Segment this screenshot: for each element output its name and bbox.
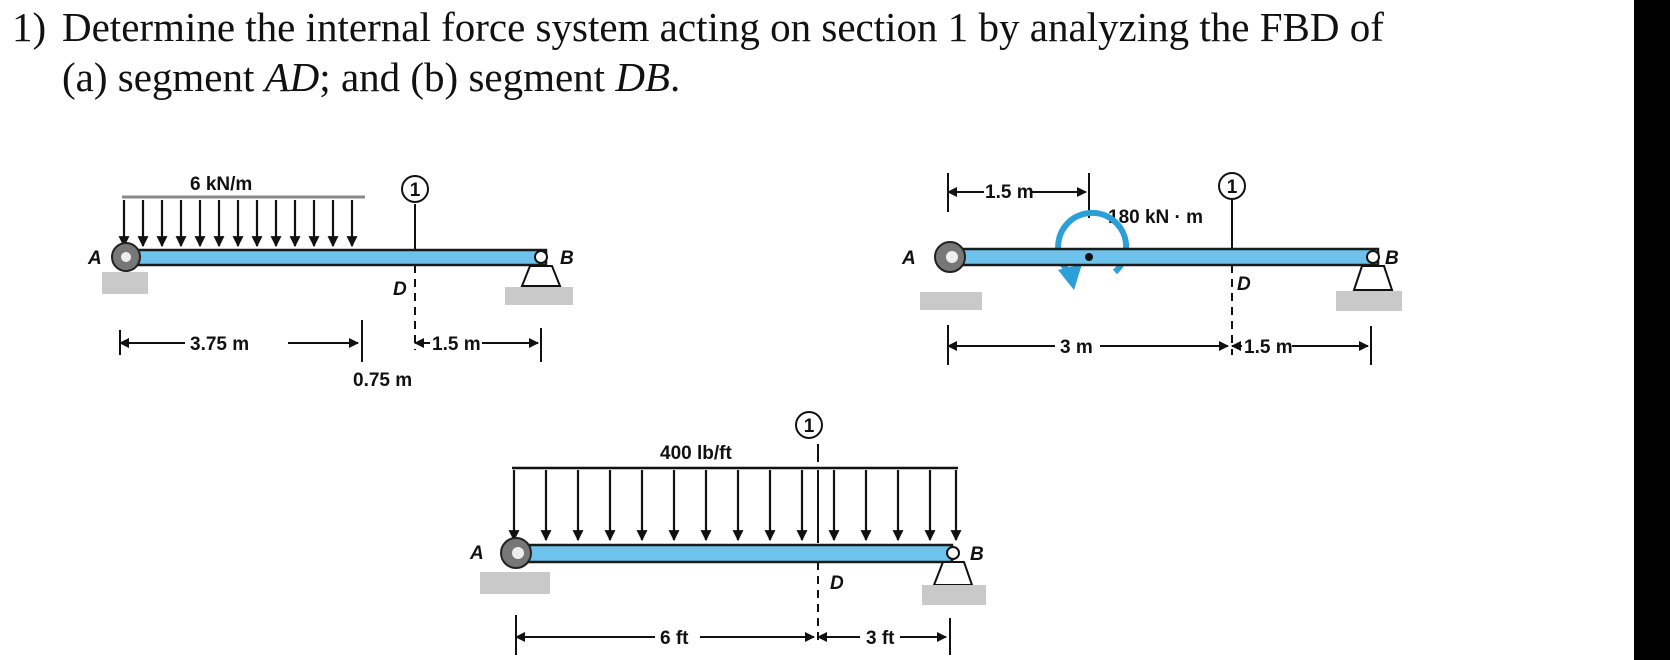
dim-3m: 3 m xyxy=(1060,337,1093,358)
figure-1-beam-distributed-load: 6 kN/m 1 A B D 3.75 m 1.5 m 0.75 m xyxy=(87,174,574,391)
point-b-label: B xyxy=(560,248,574,269)
problem-statement: 1) Determine the internal force system ac… xyxy=(12,2,1612,102)
section-number: 1 xyxy=(804,416,815,437)
problem-number: 1) xyxy=(12,4,47,50)
point-a-label: A xyxy=(87,248,102,269)
section-number: 1 xyxy=(1227,177,1238,198)
segment-ad-label: AD xyxy=(264,54,320,100)
beam xyxy=(506,543,954,564)
point-a-label: A xyxy=(469,543,484,564)
ground-b xyxy=(1336,291,1402,311)
part-a-text: (a) segment xyxy=(62,54,265,100)
load-label: 400 lb/ft xyxy=(660,443,732,464)
dim-3ft: 3 ft xyxy=(866,628,895,649)
problem-line-1: 1) Determine the internal force system ac… xyxy=(12,2,1612,52)
roller-pin-b xyxy=(1366,250,1380,264)
point-a-label: A xyxy=(901,248,916,269)
beam-figures: 6 kN/m 1 A B D 3.75 m 1.5 m 0.75 m xyxy=(87,172,1402,655)
roller-pin-b xyxy=(534,250,548,264)
beam xyxy=(940,247,1380,267)
point-b-label: B xyxy=(1385,248,1399,269)
ground-b xyxy=(922,585,986,605)
section-marker-icon xyxy=(1218,172,1246,200)
roller-support-b-icon xyxy=(520,265,562,287)
section-number: 1 xyxy=(410,180,421,201)
figure-2-beam-couple-moment: 1.5 m 180 kN · m 1 A B D 3 m 1.5 m xyxy=(901,172,1402,365)
pin-hole-a xyxy=(121,252,131,262)
ground-a xyxy=(102,272,148,294)
moment-label: 180 kN · m xyxy=(1108,207,1203,228)
point-d-label: D xyxy=(1237,274,1251,295)
section-marker-icon xyxy=(795,411,823,439)
segment-db-label: DB xyxy=(615,54,670,100)
point-b-label: B xyxy=(970,544,984,565)
pin-hole-a xyxy=(512,547,524,559)
period: . xyxy=(669,54,681,100)
problem-text-line1: Determine the internal force system acti… xyxy=(62,4,1384,50)
load-arrows xyxy=(118,200,358,248)
point-d-label: D xyxy=(393,279,407,300)
point-d-label: D xyxy=(830,573,844,594)
dim-3-75m: 3.75 m xyxy=(190,334,249,355)
ground-a xyxy=(920,292,982,310)
load-label: 6 kN/m xyxy=(190,174,252,195)
ground-b xyxy=(505,287,573,305)
ground-a xyxy=(480,572,550,594)
beam xyxy=(116,248,548,267)
dim-1-5m: 1.5 m xyxy=(1244,337,1293,358)
moment-point xyxy=(1085,253,1093,261)
figure-3-beam-distributed-load: 400 lb/ft 1 A xyxy=(469,411,986,655)
dim-6ft: 6 ft xyxy=(660,628,689,649)
dim-1-5m: 1.5 m xyxy=(432,334,481,355)
right-edge-bar xyxy=(1634,0,1670,660)
pin-hole-a xyxy=(946,251,958,263)
moment-arrowhead-icon xyxy=(1058,264,1082,290)
part-b-text: ; and (b) segment xyxy=(319,54,616,100)
dim-top-1-5m: 1.5 m xyxy=(985,182,1034,203)
dim-0-75m: 0.75 m xyxy=(353,370,412,391)
roller-pin-b xyxy=(946,546,960,560)
load-arrows xyxy=(508,470,962,542)
problem-line-2: (a) segment AD; and (b) segment DB. xyxy=(12,52,1612,102)
roller-support-b-icon xyxy=(932,561,974,586)
section-marker-icon xyxy=(401,175,429,203)
roller-support-b-icon xyxy=(1352,265,1394,291)
